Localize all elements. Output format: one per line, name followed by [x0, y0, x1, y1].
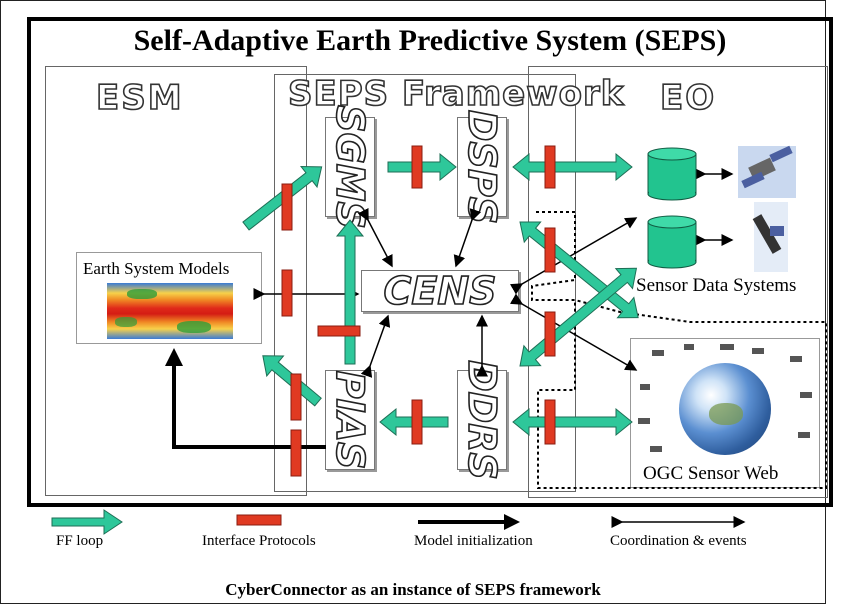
main-frame: [27, 17, 833, 507]
ff-arrow-pias-sgms: [335, 219, 365, 365]
legend-model-initialization: Model initialization: [414, 533, 533, 549]
framework-panel-label: SEPS Framework: [287, 73, 625, 115]
ff-arrow-dsps-sensor-data: [512, 152, 633, 182]
coord-arrow-cens-sensor-web: [509, 293, 638, 371]
esm-panel: [45, 66, 307, 496]
interface-bar-10: [290, 429, 302, 477]
legend-ff-arrow: [51, 509, 123, 535]
pias-module: PIAS: [325, 370, 375, 470]
interface-bar-2: [544, 145, 556, 189]
database-cylinder-1: [647, 147, 697, 201]
eo-panel-label: EO: [659, 77, 717, 119]
ogc-sensor-web-box: OGC Sensor Web: [630, 338, 820, 488]
legend-interface-protocols: Interface Protocols: [202, 533, 316, 549]
interface-bar-5: [544, 399, 556, 445]
database-cylinder-2: [647, 215, 697, 269]
esm-panel-label: ESM: [95, 77, 184, 119]
interface-bar-6: [411, 399, 423, 445]
interface-bar-8: [281, 269, 293, 317]
satellite-2-image: [752, 202, 788, 272]
ogc-sensor-web-label: OGC Sensor Web: [643, 463, 779, 484]
sensor-data-systems-label: Sensor Data Systems: [636, 275, 797, 296]
cens-label: CENS: [383, 269, 498, 313]
ff-arrow-pias-esm: [262, 355, 322, 407]
ddrs-module: DDRS: [457, 359, 507, 481]
sgms-module: SGMS: [325, 104, 375, 230]
model-initialization-arrow: [172, 364, 326, 449]
interface-bar-1: [411, 145, 423, 189]
earth-system-models-label: Earth System Models: [83, 259, 230, 278]
outer-frame: [0, 0, 826, 604]
interface-bar-4: [544, 311, 556, 357]
interface-bar-11: [317, 325, 361, 337]
coord-arrow-cens-sensor-data: [509, 217, 638, 295]
satellite-1-image: [738, 145, 796, 198]
legend-ff-loop: FF loop: [56, 533, 104, 549]
diagram-title: Self-Adaptive Earth Predictive System (S…: [133, 24, 727, 57]
interface-bar-7: [281, 183, 293, 231]
figure-caption: CyberConnector as an instance of SEPS fr…: [225, 580, 601, 599]
interface-bar-9: [290, 373, 302, 421]
legend-interface-bar: [236, 514, 282, 526]
dsps-module: DSPS: [457, 109, 507, 225]
climate-map-image: [107, 283, 233, 339]
earth-system-models-box: Earth System Models: [76, 252, 262, 344]
earth-globe-image: [679, 363, 771, 455]
coord-arrow-dsps-cens: [453, 208, 482, 268]
ff-arrow-ddrs-sensor-web: [512, 407, 633, 437]
coord-arrow-sgms-cens: [357, 207, 393, 268]
cens-module: CENS: [361, 270, 519, 312]
legend-coordination-events: Coordination & events: [610, 533, 747, 549]
coord-arrow-pias-cens: [360, 314, 391, 378]
interface-bar-3: [544, 227, 556, 273]
